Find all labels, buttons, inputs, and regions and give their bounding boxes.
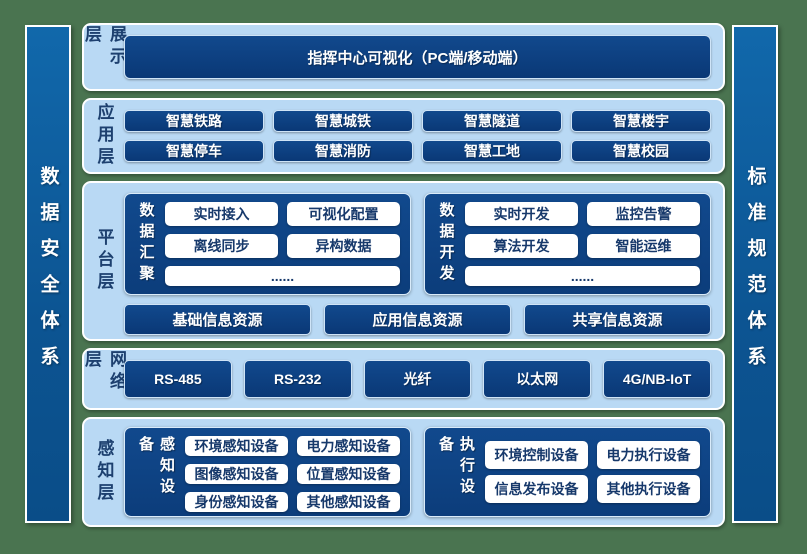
device-pill: 信息发布设备 — [485, 474, 588, 503]
data-development-label: 数据开发 — [437, 202, 455, 286]
device-pill: 环境控制设备 — [485, 441, 588, 470]
application-box: 智慧城铁 — [273, 110, 413, 132]
layer-application-content: 智慧铁路 智慧城铁 智慧隧道 智慧楼宇 智慧停车 智慧消防 智慧工地 智慧校园 — [124, 100, 723, 172]
layer-application: 应用层 智慧铁路 智慧城铁 智慧隧道 智慧楼宇 智慧停车 智慧消防 智慧工地 智… — [82, 98, 725, 174]
device-pill: 电力感知设备 — [297, 436, 400, 456]
layer-perception-label: 感知层 — [94, 439, 114, 505]
layer-application-label: 应用层 — [94, 103, 114, 169]
network-protocol-box: RS-232 — [243, 360, 352, 398]
layer-perception-content: 感知设备 环境感知设备 电力感知设备 图像感知设备 位置感知设备 身份感知设备 … — [124, 419, 723, 525]
platform-capability-pill: 可视化配置 — [287, 202, 400, 226]
data-aggregation-pills: 实时接入 可视化配置 离线同步 异构数据 ...... — [165, 202, 400, 286]
data-security-system-label: 数据安全体系 — [37, 166, 59, 382]
sensing-devices-label: 感知设备 — [137, 436, 175, 499]
layer-display-content: 指挥中心可视化（PC端/移动端） — [124, 25, 723, 89]
application-box: 智慧校园 — [571, 140, 711, 162]
network-protocol-box: RS-485 — [124, 360, 232, 398]
more-ellipsis-pill: ...... — [465, 266, 700, 286]
platform-capability-pill: 智能运维 — [587, 234, 700, 258]
application-box: 智慧隧道 — [422, 110, 562, 132]
network-protocol-box: 以太网 — [483, 360, 592, 398]
sensing-devices-group: 感知设备 环境感知设备 电力感知设备 图像感知设备 位置感知设备 身份感知设备 … — [124, 427, 411, 517]
information-resources-row: 基础信息资源 应用信息资源 共享信息资源 — [124, 304, 711, 335]
application-box: 智慧消防 — [273, 140, 413, 162]
device-pill: 身份感知设备 — [185, 492, 288, 512]
data-aggregation-label: 数据汇聚 — [137, 202, 155, 286]
execution-devices-group: 执行设备 环境控制设备 电力执行设备 信息发布设备 其他执行设备 — [424, 427, 711, 517]
resource-box: 应用信息资源 — [324, 304, 511, 335]
network-protocol-box: 4G/NB-IoT — [603, 360, 711, 398]
sensing-devices-pills: 环境感知设备 电力感知设备 图像感知设备 位置感知设备 身份感知设备 其他感知设… — [185, 436, 400, 512]
data-security-system-bar: 数据安全体系 — [25, 25, 71, 523]
device-pill: 环境感知设备 — [185, 436, 288, 456]
application-box: 智慧停车 — [124, 140, 264, 162]
resource-box: 基础信息资源 — [124, 304, 311, 335]
network-protocol-box: 光纤 — [363, 360, 472, 398]
device-pill: 其他执行设备 — [597, 474, 700, 503]
layer-display-label: 展示层 — [82, 25, 126, 69]
layer-platform: 平台层 数据汇聚 实时接入 可视化配置 离线同步 异构数据 ...... — [82, 181, 725, 341]
layer-network-label: 网络层 — [82, 350, 126, 394]
layer-platform-label: 平台层 — [94, 228, 114, 294]
layer-platform-content: 数据汇聚 实时接入 可视化配置 离线同步 异构数据 ...... 数据开发 实时… — [124, 183, 723, 339]
platform-capability-pill: 实时开发 — [465, 202, 578, 226]
platform-groups: 数据汇聚 实时接入 可视化配置 离线同步 异构数据 ...... 数据开发 实时… — [124, 193, 711, 295]
application-box: 智慧楼宇 — [571, 110, 711, 132]
layer-perception: 感知层 感知设备 环境感知设备 电力感知设备 图像感知设备 位置感知设备 身份感… — [82, 417, 725, 527]
resource-box: 共享信息资源 — [524, 304, 711, 335]
data-development-group: 数据开发 实时开发 监控告警 算法开发 智能运维 ...... — [424, 193, 711, 295]
data-aggregation-group: 数据汇聚 实时接入 可视化配置 离线同步 异构数据 ...... — [124, 193, 411, 295]
device-pill: 图像感知设备 — [185, 464, 288, 484]
layer-stack: 展示层 指挥中心可视化（PC端/移动端） 应用层 智慧铁路 智慧城铁 智慧隧道 … — [82, 23, 725, 527]
more-ellipsis-pill: ...... — [165, 266, 400, 286]
application-box: 智慧工地 — [422, 140, 562, 162]
platform-capability-pill: 算法开发 — [465, 234, 578, 258]
command-center-visualization-box: 指挥中心可视化（PC端/移动端） — [124, 35, 711, 79]
standards-system-label: 标准规范体系 — [744, 166, 766, 382]
platform-capability-pill: 监控告警 — [587, 202, 700, 226]
platform-capability-pill: 异构数据 — [287, 234, 400, 258]
layer-display: 展示层 指挥中心可视化（PC端/移动端） — [82, 23, 725, 91]
standards-system-bar: 标准规范体系 — [732, 25, 778, 523]
layer-network-content: RS-485 RS-232 光纤 以太网 4G/NB-IoT — [124, 350, 723, 408]
execution-devices-label: 执行设备 — [437, 436, 475, 499]
data-development-pills: 实时开发 监控告警 算法开发 智能运维 ...... — [465, 202, 700, 286]
application-grid: 智慧铁路 智慧城铁 智慧隧道 智慧楼宇 智慧停车 智慧消防 智慧工地 智慧校园 — [124, 110, 711, 162]
platform-capability-pill: 实时接入 — [165, 202, 278, 226]
layer-network: 网络层 RS-485 RS-232 光纤 以太网 4G/NB-IoT — [82, 348, 725, 410]
device-pill: 位置感知设备 — [297, 464, 400, 484]
platform-capability-pill: 离线同步 — [165, 234, 278, 258]
device-pill: 电力执行设备 — [597, 441, 700, 470]
execution-devices-pills: 环境控制设备 电力执行设备 信息发布设备 其他执行设备 — [485, 436, 700, 508]
device-pill: 其他感知设备 — [297, 492, 400, 512]
application-box: 智慧铁路 — [124, 110, 264, 132]
